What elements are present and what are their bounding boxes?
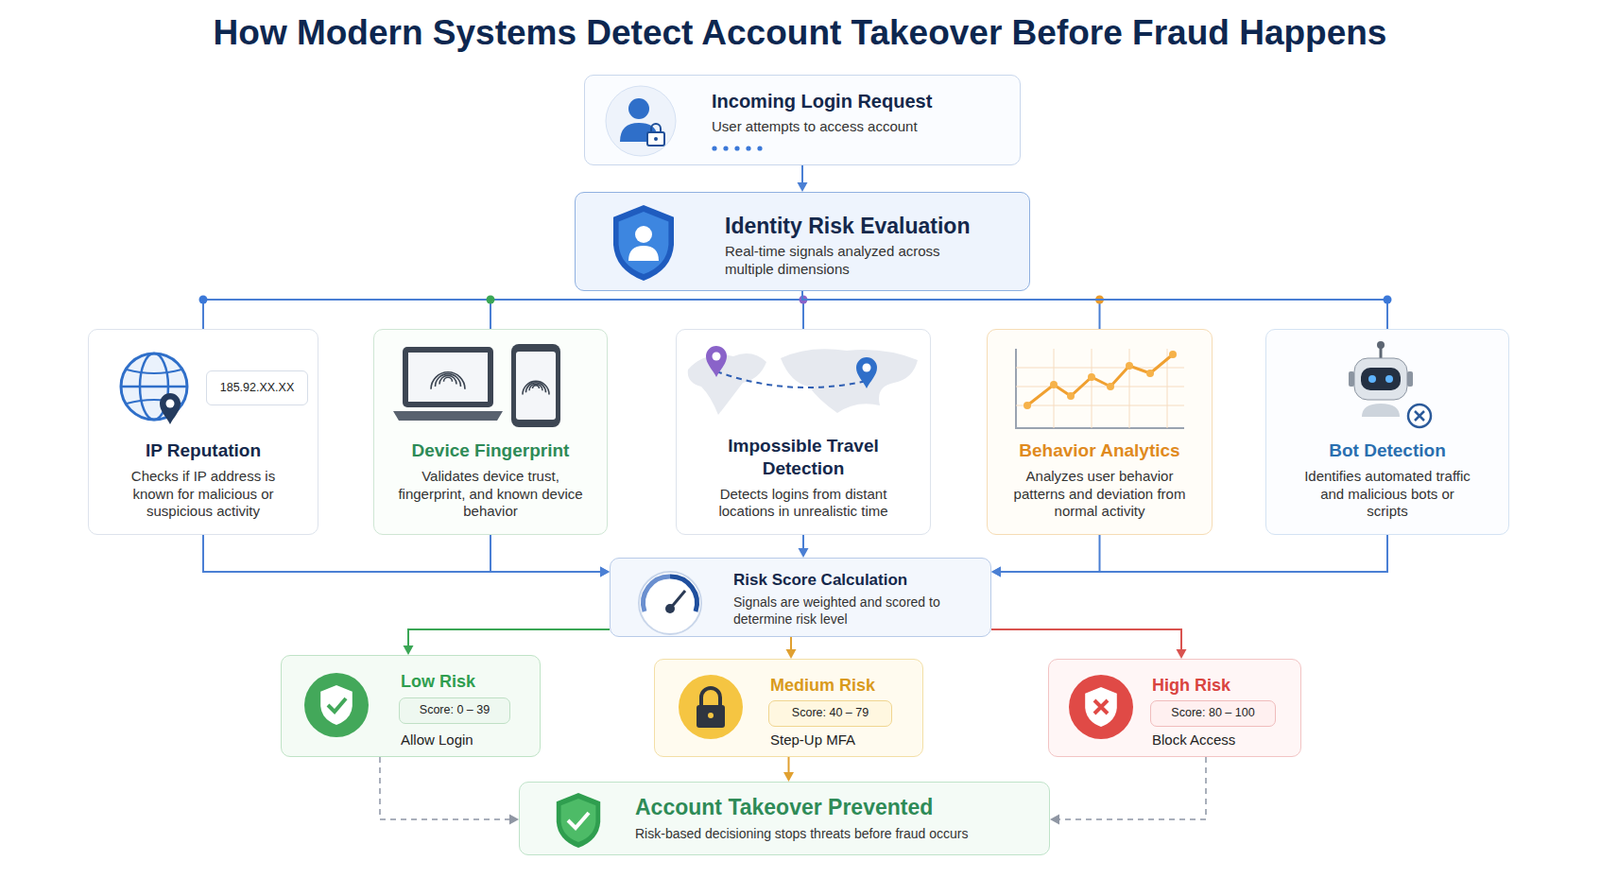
junction-dot: [199, 295, 208, 305]
ip-badge: 185.92.XX.XX: [206, 370, 309, 406]
node-title: Score: 0 – 39: [399, 703, 510, 719]
connector-line: [991, 629, 1182, 652]
node-body: Allow Login: [400, 731, 474, 750]
outcome-box: High RiskBlock Access Score: 80 – 100: [1048, 658, 1302, 757]
node-title: 185.92.XX.XX: [206, 380, 308, 396]
connector: [403, 629, 611, 655]
connector-line: [490, 291, 803, 329]
node-body: Detects logins from distant locations in…: [698, 485, 909, 522]
process-box: Identity Risk EvaluationReal-time signal…: [574, 191, 1031, 292]
connector-line: [802, 291, 1101, 329]
node-body: Checks if IP address is known for malici…: [115, 467, 292, 521]
node-title: Risk Score Calculation: [733, 569, 908, 590]
node-title: Incoming Login Request: [711, 89, 932, 114]
connector: [490, 534, 610, 578]
connector: [802, 291, 1104, 329]
score-badge: Score: 0 – 39: [398, 697, 511, 724]
connector: [991, 534, 1388, 578]
score-box: Risk Score CalculationSignals are weight…: [609, 557, 992, 637]
arrow-head: [1049, 814, 1060, 826]
node-title: Medium Risk: [770, 674, 876, 697]
junction-dot: [1383, 295, 1393, 305]
connector-line: [802, 291, 1388, 329]
node-title: Score: 80 – 100: [1151, 705, 1275, 722]
connector: [1049, 756, 1206, 826]
connector-line: [998, 534, 1101, 572]
node-body: Identifies automated traffic and malicio…: [1304, 467, 1471, 521]
node-body: Real-time signals analyzed across multip…: [724, 242, 943, 279]
node-body: Risk-based decisioning stops threats bef…: [635, 825, 969, 844]
arrow-head: [797, 182, 809, 192]
junction-dot: [486, 295, 496, 305]
result-box: Account Takeover PreventedRisk-based dec…: [518, 781, 1050, 856]
outcome-box: Medium RiskStep-Up MFA Score: 40 – 79: [653, 658, 924, 757]
text-stack: Device FingerprintValidates device trust…: [381, 439, 600, 521]
node-icon: [575, 192, 1032, 293]
connector: [991, 534, 1101, 578]
outcome-box: Low RiskAllow Login Score: 0 – 39: [280, 654, 541, 757]
node-body: Step-Up MFA: [770, 731, 856, 750]
diagram-title: How Modern Systems Detect Account Takeov…: [0, 13, 1600, 53]
node-title: Account Takeover Prevented: [635, 793, 933, 822]
signal-card: Bot DetectionIdentifies automated traffi…: [1265, 328, 1510, 535]
connector: [798, 534, 809, 558]
connector-line: [802, 534, 805, 551]
score-badge: Score: 40 – 79: [768, 700, 893, 727]
connector: [203, 534, 610, 578]
connector-line: [801, 165, 804, 185]
text-stack: Behavior AnalyticsAnalyzes user behavior…: [995, 439, 1205, 521]
node-title: IP Reputation: [96, 439, 310, 463]
connector-line: [1057, 756, 1206, 820]
connector-line: [408, 629, 610, 648]
node-title: Score: 40 – 79: [769, 705, 892, 722]
node-title: Identity Risk Evaluation: [724, 212, 970, 241]
node-title: Bot Detection: [1273, 439, 1501, 463]
node-body: Block Access: [1152, 731, 1236, 750]
connector-line: [490, 534, 603, 572]
node-body: User attempts to access account: [711, 118, 918, 137]
connector: [486, 291, 804, 329]
connector-line: [790, 636, 792, 652]
connector-line: [379, 756, 512, 820]
arrow-head: [1176, 649, 1188, 659]
connector-line: [203, 291, 803, 329]
node-body: Signals are weighted and scored to deter…: [733, 594, 970, 628]
connector: [786, 636, 797, 659]
arrow-head: [783, 772, 794, 782]
signal-card: Behavior AnalyticsAnalyzes user behavior…: [986, 328, 1213, 535]
text-stack: Bot DetectionIdentifies automated traffi…: [1273, 439, 1501, 521]
arrow-head: [403, 645, 414, 655]
text-stack: IP ReputationChecks if IP address is kno…: [96, 439, 310, 521]
input-box: Incoming Login RequestUser attempts to a…: [584, 74, 1021, 166]
connector: [783, 756, 794, 782]
connector: [802, 291, 1393, 329]
node-title: Low Risk: [400, 670, 476, 693]
node-body: Analyzes user behavior patterns and devi…: [1007, 467, 1193, 521]
node-title: Behavior Analytics: [995, 439, 1205, 463]
connector: [797, 165, 809, 192]
text-stack: Impossible Travel DetectionDetects login…: [684, 434, 923, 521]
node-title: Impossible Travel Detection: [706, 434, 901, 481]
arrow-head: [600, 567, 610, 578]
score-badge: Score: 80 – 100: [1150, 700, 1276, 727]
connector-line: [203, 534, 603, 572]
arrow-head: [600, 567, 610, 578]
connector: [199, 291, 804, 329]
arrow-head: [509, 814, 519, 826]
signal-card: Device FingerprintValidates device trust…: [373, 328, 608, 535]
arrow-head: [991, 567, 1001, 578]
connector-line: [788, 756, 791, 775]
signal-card: Impossible Travel DetectionDetects login…: [675, 328, 931, 535]
node-body: Validates device trust, fingerprint, and…: [397, 467, 584, 521]
connector: [379, 756, 519, 826]
node-title: High Risk: [1152, 674, 1231, 697]
connector-line: [998, 534, 1388, 572]
node-title: Device Fingerprint: [381, 439, 600, 463]
signal-card: IP ReputationChecks if IP address is kno…: [87, 328, 319, 535]
arrow-head: [798, 548, 809, 558]
connector: [991, 629, 1188, 659]
arrow-head: [991, 567, 1001, 578]
arrow-head: [786, 649, 797, 659]
